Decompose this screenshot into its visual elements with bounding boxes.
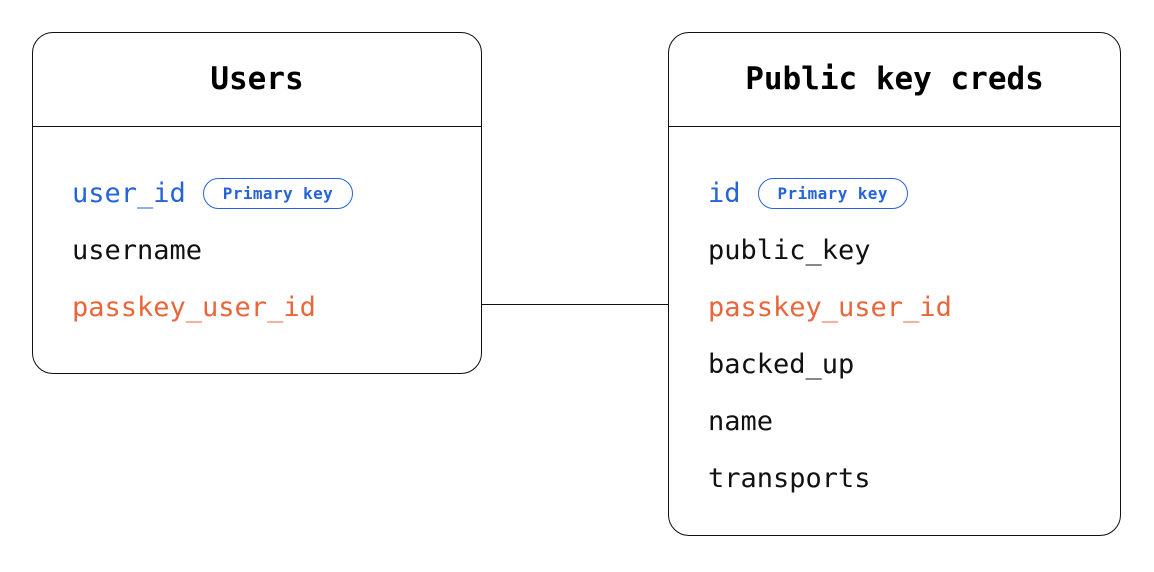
entity-public-key-creds-title: Public key creds bbox=[745, 61, 1044, 97]
field-row[interactable]: passkey_user_id bbox=[72, 279, 481, 336]
field-name-passkey-user-id: passkey_user_id bbox=[72, 292, 316, 323]
field-row[interactable]: user_id Primary key bbox=[72, 165, 481, 222]
field-row[interactable]: public_key bbox=[708, 222, 1120, 279]
entity-public-key-creds-header: Public key creds bbox=[669, 33, 1120, 127]
relationship-connector-line bbox=[481, 304, 669, 305]
field-name-backed-up: backed_up bbox=[708, 349, 855, 380]
field-name-public-key: public_key bbox=[708, 235, 871, 266]
field-row[interactable]: passkey_user_id bbox=[708, 279, 1120, 336]
entity-users-field-list: user_id Primary key username passkey_use… bbox=[33, 127, 481, 336]
primary-key-badge: Primary key bbox=[202, 178, 354, 209]
field-row[interactable]: transports bbox=[708, 450, 1120, 507]
field-name-username: username bbox=[72, 235, 203, 266]
field-name-transports: transports bbox=[708, 463, 871, 494]
field-row[interactable]: username bbox=[72, 222, 481, 279]
entity-public-key-creds[interactable]: Public key creds id Primary key public_k… bbox=[668, 32, 1121, 536]
entity-users-title: Users bbox=[210, 61, 304, 97]
field-row[interactable]: id Primary key bbox=[708, 165, 1120, 222]
primary-key-badge: Primary key bbox=[757, 178, 908, 209]
field-row[interactable]: backed_up bbox=[708, 336, 1120, 393]
field-name-id: id bbox=[708, 178, 741, 209]
field-row[interactable]: name bbox=[708, 393, 1120, 450]
field-name-name: name bbox=[708, 406, 774, 437]
entity-public-key-creds-field-list: id Primary key public_key passkey_user_i… bbox=[669, 127, 1120, 507]
entity-users-header: Users bbox=[33, 33, 481, 127]
field-name-passkey-user-id: passkey_user_id bbox=[708, 292, 952, 323]
field-name-user-id: user_id bbox=[72, 178, 186, 209]
entity-users[interactable]: Users user_id Primary key username passk… bbox=[32, 32, 482, 374]
